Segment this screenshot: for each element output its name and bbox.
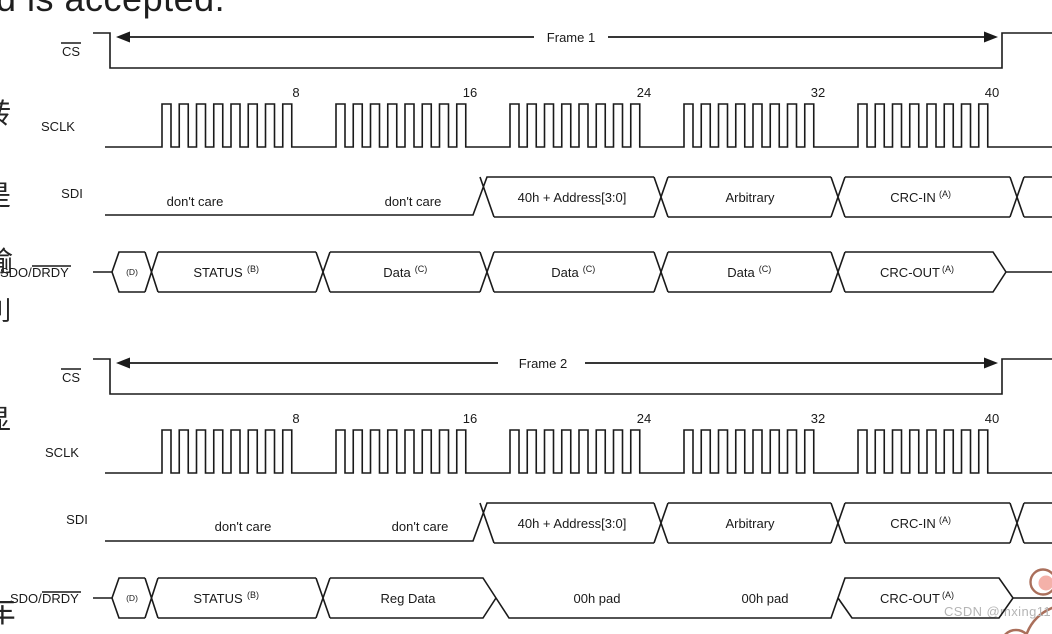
sdi-dont-care: don't care — [215, 519, 272, 534]
sdo-waveform-frame1 — [93, 251, 1052, 293]
sdi-bus-command: 40h + Address[3:0] — [518, 516, 627, 531]
sdi-bus-crc-in-note: (A) — [939, 189, 951, 199]
sdo-bus-status-note: (B) — [247, 590, 259, 600]
frame1-labels: CS Frame 1 SCLK 8 16 24 32 40 SDI don't … — [0, 30, 999, 280]
cs-waveform-frame1 — [93, 32, 1052, 69]
sdo-bus-data-note: (C) — [415, 264, 428, 274]
sclk-tick: 8 — [292, 411, 299, 426]
sdo-bus-data-note: (C) — [583, 264, 596, 274]
sclk-tick: 24 — [637, 411, 651, 426]
sclk-tick: 16 — [463, 85, 477, 100]
sclk-signal-label: SCLK — [45, 445, 79, 460]
sdo-bus-data: Data — [727, 265, 755, 280]
sdi-bus-arbitrary: Arbitrary — [725, 190, 775, 205]
sdi-signal-label: SDI — [66, 512, 88, 527]
sdi-bus-crc-in: CRC-IN — [890, 190, 936, 205]
sdi-bus-arbitrary: Arbitrary — [725, 516, 775, 531]
doodle-small-circle — [1004, 628, 1028, 634]
sclk-tick: 40 — [985, 85, 999, 100]
sdo-signal-label-prefix: SDO/ — [10, 591, 42, 606]
sclk-tick: 8 — [292, 85, 299, 100]
sdo-tag-d: (D) — [126, 267, 138, 277]
sclk-tick: 16 — [463, 411, 477, 426]
sclk-tick: 32 — [811, 85, 825, 100]
sdo-signal-label-bar: DRDY — [32, 265, 69, 280]
left-margin-fragment: 车 — [0, 596, 16, 629]
left-margin-fragment: ） — [0, 44, 10, 70]
waveforms — [93, 31, 1052, 619]
left-margin-fragment: 显 — [0, 406, 11, 434]
sdi-waveform-frame2 — [105, 502, 1052, 544]
frame2-labels: CS Frame 2 SCLK 8 16 24 32 40 SDI don't … — [10, 356, 999, 606]
cs-signal-label: CS — [62, 44, 80, 59]
sdo-bus-crc-out-note: (A) — [942, 264, 954, 274]
sdo-bus-reg-data: Reg Data — [381, 591, 437, 606]
sdo-bus-status: STATUS — [193, 265, 243, 280]
sdi-waveform-frame1 — [105, 176, 1052, 218]
arrowhead-right-frame1 — [984, 31, 998, 43]
cs-waveform-frame2 — [93, 358, 1052, 395]
sclk-tick: 24 — [637, 85, 651, 100]
arrowhead-left-frame1 — [116, 31, 130, 43]
sclk-signal-label: SCLK — [41, 119, 75, 134]
sdo-bus-data-note: (C) — [759, 264, 772, 274]
sdo-bus-status: STATUS — [193, 591, 243, 606]
sclk-tick: 40 — [985, 411, 999, 426]
sdo-bus-status-note: (B) — [247, 264, 259, 274]
left-margin-fragment: 刂 — [0, 298, 12, 324]
sdo-bus-crc-out: CRC-OUT — [880, 265, 940, 280]
sdi-dont-care: don't care — [385, 194, 442, 209]
left-margin-fragment: 是 — [0, 182, 11, 210]
sdi-signal-label: SDI — [61, 186, 83, 201]
cutoff-heading: d is accepted. — [0, 0, 225, 20]
sdi-bus-command: 40h + Address[3:0] — [518, 190, 627, 205]
doodle-head-circle — [1025, 606, 1052, 634]
sdi-dont-care: don't care — [167, 194, 224, 209]
left-margin-fragment: 输 — [0, 248, 13, 276]
watermark-text: CSDN @mxing11 — [944, 604, 1051, 619]
sclk-waveform-frame1 — [105, 103, 1052, 148]
frame2-title: Frame 2 — [519, 356, 567, 371]
sdo-bus-crc-out-note: (A) — [942, 590, 954, 600]
sdi-dont-care: don't care — [392, 519, 449, 534]
arrowhead-left-frame2 — [116, 357, 130, 369]
sdi-bus-crc-in: CRC-IN — [890, 516, 936, 531]
sdo-waveform-frame2 — [93, 577, 1052, 619]
doodle-sketch — [1004, 568, 1052, 634]
sclk-waveform-frame2 — [105, 429, 1052, 474]
sdo-signal-label-prefix: SDO/ — [0, 265, 32, 280]
sdo-bus-data: Data — [383, 265, 411, 280]
sdo-bus-crc-out: CRC-OUT — [880, 591, 940, 606]
sclk-tick: 32 — [811, 411, 825, 426]
sdo-pad: 00h pad — [742, 591, 789, 606]
sdo-signal-label-bar: DRDY — [42, 591, 79, 606]
arrowhead-right-frame2 — [984, 357, 998, 369]
cs-signal-label: CS — [62, 370, 80, 385]
left-margin-fragment: 转 — [0, 100, 11, 128]
sdi-bus-crc-in-note: (A) — [939, 515, 951, 525]
frame1-title: Frame 1 — [547, 30, 595, 45]
sdo-pad: 00h pad — [574, 591, 621, 606]
sdo-tag-d: (D) — [126, 593, 138, 603]
doodle-ear-inner — [1038, 575, 1052, 591]
sdo-bus-data: Data — [551, 265, 579, 280]
